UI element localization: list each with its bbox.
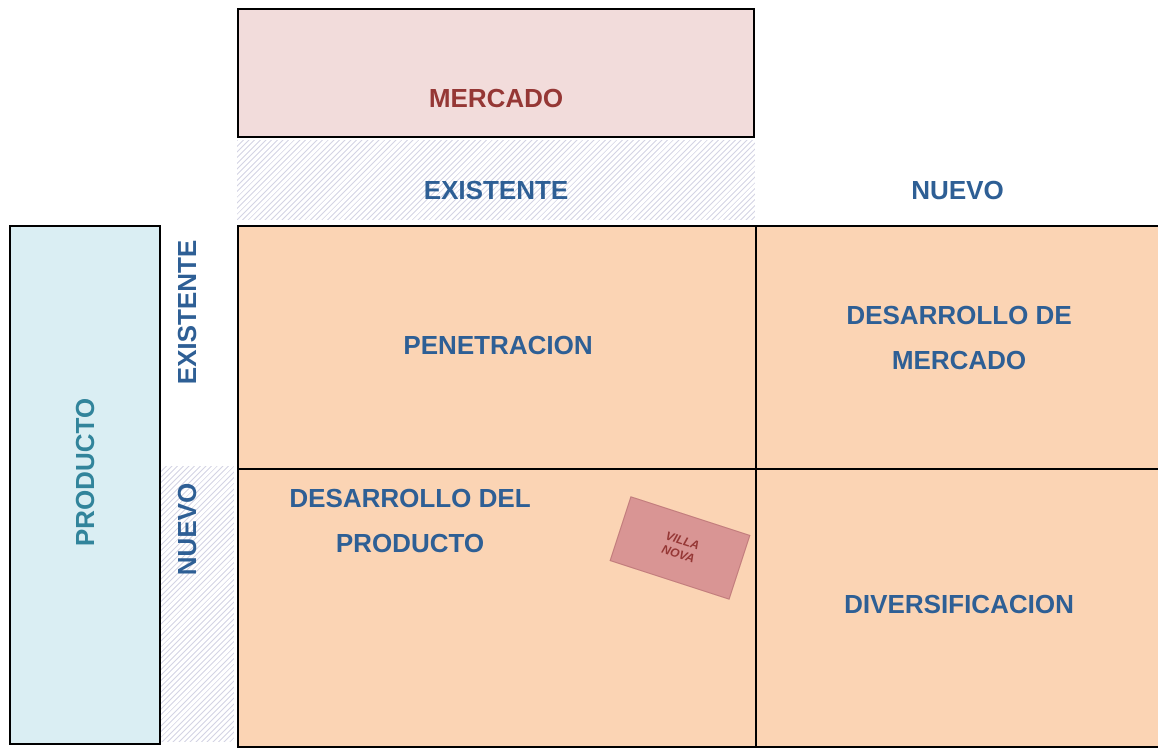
column-header-hatch (237, 140, 755, 220)
mercado-label: MERCADO (428, 82, 564, 113)
cell-desarrollo-mercado: DESARROLLO DE MERCADO (755, 225, 1158, 470)
stamp-text: VILLA NOVA (659, 529, 701, 567)
row-label-existente: EXISTENTE (172, 239, 202, 385)
cell-penetracion-label: PENETRACION (403, 330, 593, 360)
producto-axis-box: PRODUCTO (9, 225, 161, 745)
cell-desarrollo-mercado-line2: MERCADO (891, 345, 1027, 376)
cell-diversificacion-label: DIVERSIFICACION (844, 589, 1074, 619)
cell-desarrollo-mercado-line1: DESARROLLO DE (846, 300, 1072, 330)
producto-label: PRODUCTO (70, 397, 100, 547)
cell-desarrollo-producto-label: DESARROLLO DEL PRODUCTO (265, 476, 555, 566)
row-label-nuevo: NUEVO (172, 482, 202, 576)
mercado-header: MERCADO (237, 8, 755, 138)
cell-desarrollo-mercado-label: DESARROLLO DE MERCADO (757, 293, 1158, 383)
column-header-nuevo: NUEVO (757, 160, 1158, 220)
cell-desarrollo-producto-line2: PRODUCTO (335, 528, 485, 559)
column-label-existente: EXISTENTE (423, 174, 569, 205)
cell-diversificacion: DIVERSIFICACION (755, 468, 1158, 748)
cell-desarrollo-producto-line1: DESARROLLO DEL (289, 483, 531, 513)
column-label-nuevo: NUEVO (911, 174, 1004, 205)
column-header-existente: EXISTENTE (237, 160, 755, 220)
cell-penetracion: PENETRACION (237, 225, 757, 470)
cell-desarrollo-producto: DESARROLLO DEL PRODUCTO (237, 468, 757, 748)
row-header-hatch (160, 466, 234, 742)
